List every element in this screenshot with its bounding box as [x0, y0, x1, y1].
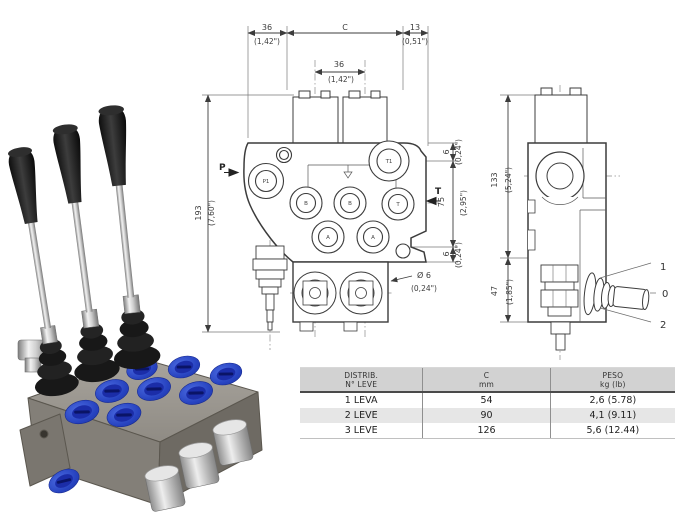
svg-text:133: 133	[490, 172, 499, 187]
cell-leve: 2 LEVE	[344, 410, 378, 421]
svg-text:(1,42"): (1,42")	[254, 37, 280, 46]
front-dim-labels: 36 (1,42") C 13 (0,51") 36 (1,42") 193 (…	[194, 23, 468, 293]
spec-table: DISTRIB. N° LEVE C mm PESO kg (lb) 1 LEV…	[300, 367, 675, 439]
table-row: 3 LEVE 126 5,6 (12.44)	[300, 423, 675, 438]
svg-text:2: 2	[660, 320, 666, 331]
header-c: C mm	[422, 368, 549, 391]
p-label: P	[219, 163, 226, 173]
t-label: T	[435, 187, 442, 197]
lever-position-labels: 1 0 2	[660, 262, 668, 331]
svg-text:1: 1	[660, 262, 666, 273]
svg-text:(5,24"): (5,24")	[504, 167, 513, 193]
cell-leve: 1 LEVA	[344, 395, 378, 406]
cell-peso: 2,6 (5.78)	[549, 393, 675, 408]
flow-arrows: P T	[219, 163, 442, 206]
cell-c: 90	[422, 408, 549, 423]
svg-text:(0,51"): (0,51")	[402, 37, 428, 46]
svg-text:B: B	[348, 201, 352, 207]
svg-text:(0,24"): (0,24")	[411, 284, 437, 293]
svg-text:(2,95"): (2,95")	[459, 190, 468, 216]
svg-text:P1: P1	[263, 179, 270, 185]
header-c-line1: C	[483, 370, 490, 380]
svg-text:(1,42"): (1,42")	[328, 75, 354, 84]
product-photo	[0, 102, 263, 513]
side-view-drawing: 1 0 2 133 (5,24") 47 (1,85")	[490, 85, 668, 360]
svg-text:0: 0	[662, 289, 668, 300]
header-peso-line1: PESO	[602, 370, 624, 380]
svg-text:6: 6	[442, 251, 451, 256]
port-labels: P1 T1 B B T A A	[263, 159, 401, 241]
ports	[247, 140, 415, 259]
svg-text:B: B	[304, 201, 308, 207]
dimension-lines	[204, 29, 457, 333]
svg-text:(7,60"): (7,60")	[207, 200, 216, 226]
header-distrib: DISTRIB. N° LEVE	[300, 368, 422, 391]
svg-text:(0,24"): (0,24")	[454, 139, 463, 165]
front-view-drawing: P1 T1 B B T A A	[194, 23, 468, 350]
cell-c: 54	[422, 393, 549, 408]
side-hex-stack	[540, 264, 579, 351]
svg-text:(1,85"): (1,85")	[505, 279, 514, 305]
spool-caps	[292, 90, 388, 146]
svg-text:A: A	[371, 235, 375, 241]
header-distrib-line1: DISTRIB.	[344, 370, 379, 380]
header-c-line2: mm	[479, 379, 495, 389]
cell-peso: 4,1 (9.11)	[549, 408, 675, 423]
lever-position-leaders	[599, 262, 657, 323]
spec-table-header: DISTRIB. N° LEVE C mm PESO kg (lb)	[300, 368, 675, 393]
side-dim-labels: 133 (5,24") 47 (1,85")	[490, 167, 514, 305]
svg-text:T: T	[395, 202, 400, 208]
header-peso: PESO kg (lb)	[549, 368, 675, 391]
svg-text:36: 36	[262, 23, 272, 32]
extension-lines	[202, 26, 458, 333]
svg-text:T1: T1	[385, 159, 393, 165]
svg-text:36: 36	[334, 60, 344, 69]
side-cap	[534, 87, 588, 144]
header-peso-line2: kg (lb)	[600, 379, 626, 389]
svg-text:Ø 6: Ø 6	[417, 270, 431, 280]
svg-text:75: 75	[437, 197, 446, 207]
svg-text:193: 193	[194, 205, 203, 220]
header-distrib-line2: N° LEVE	[345, 379, 378, 389]
svg-text:(0,24"): (0,24")	[454, 242, 463, 268]
side-lever-boot	[583, 272, 650, 316]
cell-leve: 3 LEVE	[344, 425, 378, 436]
svg-text:C: C	[342, 23, 348, 32]
svg-text:6: 6	[442, 149, 451, 154]
cell-c: 126	[422, 423, 549, 438]
relief-valve	[252, 245, 288, 331]
svg-text:47: 47	[490, 286, 499, 296]
table-row: 2 LEVE 90 4,1 (9.11)	[300, 408, 675, 423]
table-row: 1 LEVA 54 2,6 (5.78)	[300, 393, 675, 408]
bottom-port-block	[292, 261, 389, 332]
svg-text:13: 13	[410, 23, 420, 32]
svg-text:A: A	[326, 235, 330, 241]
cell-peso: 5,6 (12.44)	[549, 423, 675, 438]
